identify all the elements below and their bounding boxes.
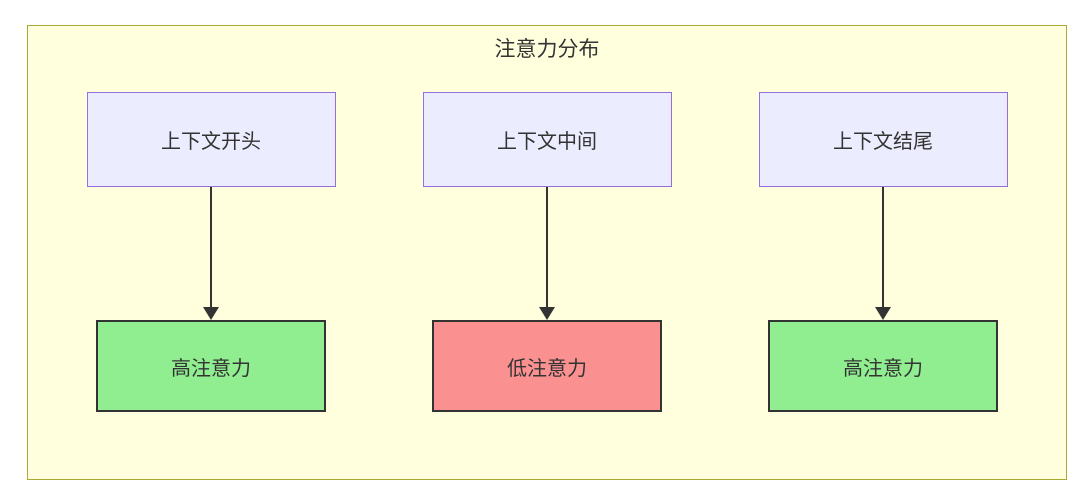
arrow-head <box>539 307 555 320</box>
node-low-attention: 低注意力 <box>432 320 662 412</box>
arrow-line <box>546 187 548 308</box>
arrow-head <box>875 307 891 320</box>
attention-distribution-container: 注意力分布 上下文开头 高注意力 上下文中间 低注意力 上下文结尾 <box>27 25 1067 480</box>
flow-column-middle: 上下文中间 低注意力 <box>422 92 672 412</box>
arrow-head <box>203 307 219 320</box>
arrow-line <box>210 187 212 308</box>
flow-columns: 上下文开头 高注意力 上下文中间 低注意力 上下文结尾 <box>28 92 1066 412</box>
flow-column-start: 上下文开头 高注意力 <box>86 92 336 412</box>
node-high-attention-right: 高注意力 <box>768 320 998 412</box>
arrow-down-icon <box>539 187 555 320</box>
arrow-down-icon <box>203 187 219 320</box>
flow-column-end: 上下文结尾 高注意力 <box>758 92 1008 412</box>
node-context-middle: 上下文中间 <box>422 92 672 187</box>
node-high-attention-left: 高注意力 <box>96 320 326 412</box>
diagram-title: 注意力分布 <box>494 38 600 61</box>
node-context-start: 上下文开头 <box>86 92 336 187</box>
node-context-end: 上下文结尾 <box>758 92 1008 187</box>
arrow-line <box>882 187 884 308</box>
arrow-down-icon <box>875 187 891 320</box>
